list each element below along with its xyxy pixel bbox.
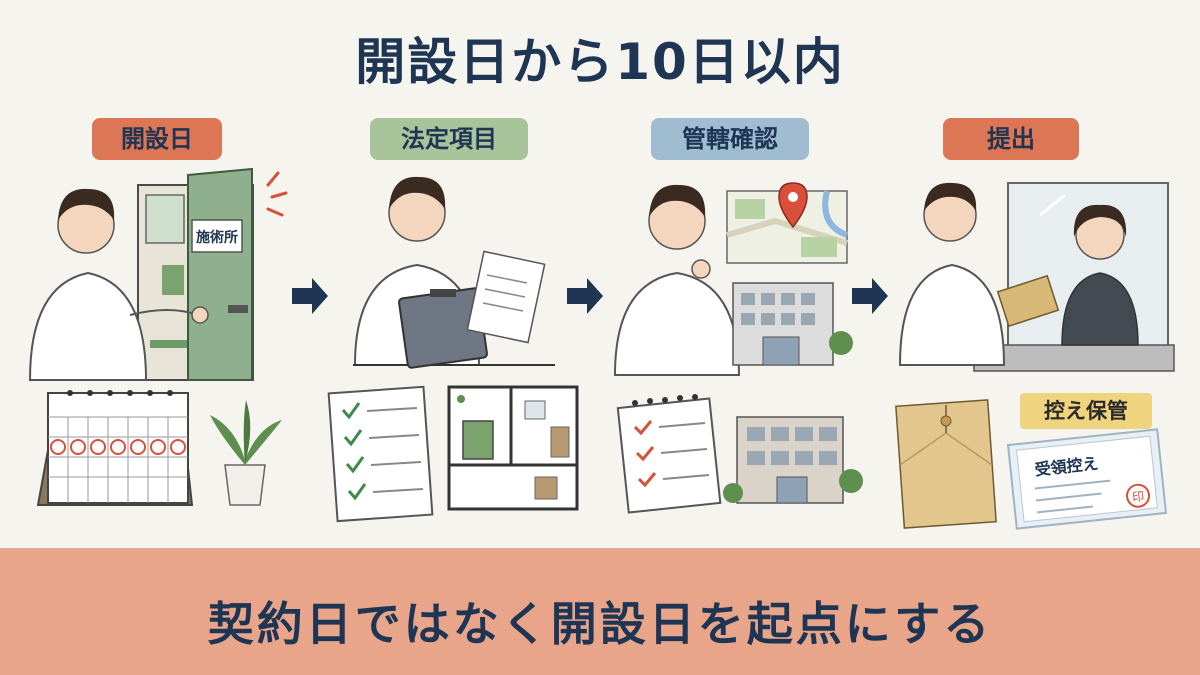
alert-marks-icon bbox=[266, 171, 288, 217]
envelope-icon bbox=[895, 399, 997, 529]
step-submit-illustration: 受領控え 印 bbox=[895, 182, 1175, 530]
step-opening-illustration: 施術所 bbox=[28, 167, 288, 506]
handover-envelope-icon bbox=[996, 274, 1060, 328]
keep-copy-label: 控え保管 bbox=[1020, 393, 1152, 429]
arrow-right-icon bbox=[567, 278, 603, 314]
floor-plan-icon bbox=[447, 385, 579, 511]
document-icon bbox=[466, 250, 546, 344]
step-label-submit: 提出 bbox=[943, 118, 1079, 160]
clinician-icon bbox=[613, 184, 741, 376]
step-label-legal-items: 法定項目 bbox=[370, 118, 528, 160]
step-label-opening-day: 開設日 bbox=[92, 118, 222, 160]
step-legal-items-illustration bbox=[327, 176, 579, 523]
receipt-icon: 受領控え 印 bbox=[1006, 428, 1168, 530]
clinic-sign: 施術所 bbox=[196, 229, 238, 246]
footer-banner: 契約日ではなく開設日を起点にする bbox=[0, 548, 1200, 675]
step-jurisdiction-illustration bbox=[613, 182, 863, 514]
map-pin-icon bbox=[778, 182, 808, 229]
checklist-icon bbox=[327, 385, 434, 523]
plant-icon bbox=[210, 400, 282, 506]
calendar-icon bbox=[36, 390, 194, 506]
clerk-icon bbox=[1061, 204, 1139, 346]
arrow-right-icon bbox=[292, 278, 328, 314]
seal-text: 印 bbox=[1131, 489, 1144, 504]
step-label-jurisdiction-check: 管轄確認 bbox=[651, 118, 809, 160]
seal-icon: 印 bbox=[1126, 483, 1151, 508]
footer-text: 契約日ではなく開設日を起点にする bbox=[207, 597, 993, 651]
building-icon bbox=[732, 282, 853, 366]
arrow-right-icon bbox=[852, 278, 888, 314]
clinician-icon bbox=[28, 188, 209, 381]
clinician-icon bbox=[898, 182, 1006, 366]
notepad-checklist-icon bbox=[616, 394, 722, 514]
door-icon: 施術所 bbox=[137, 167, 254, 381]
page-title: 開設日から10日以内 bbox=[355, 33, 845, 91]
office-building-icon bbox=[723, 416, 863, 504]
